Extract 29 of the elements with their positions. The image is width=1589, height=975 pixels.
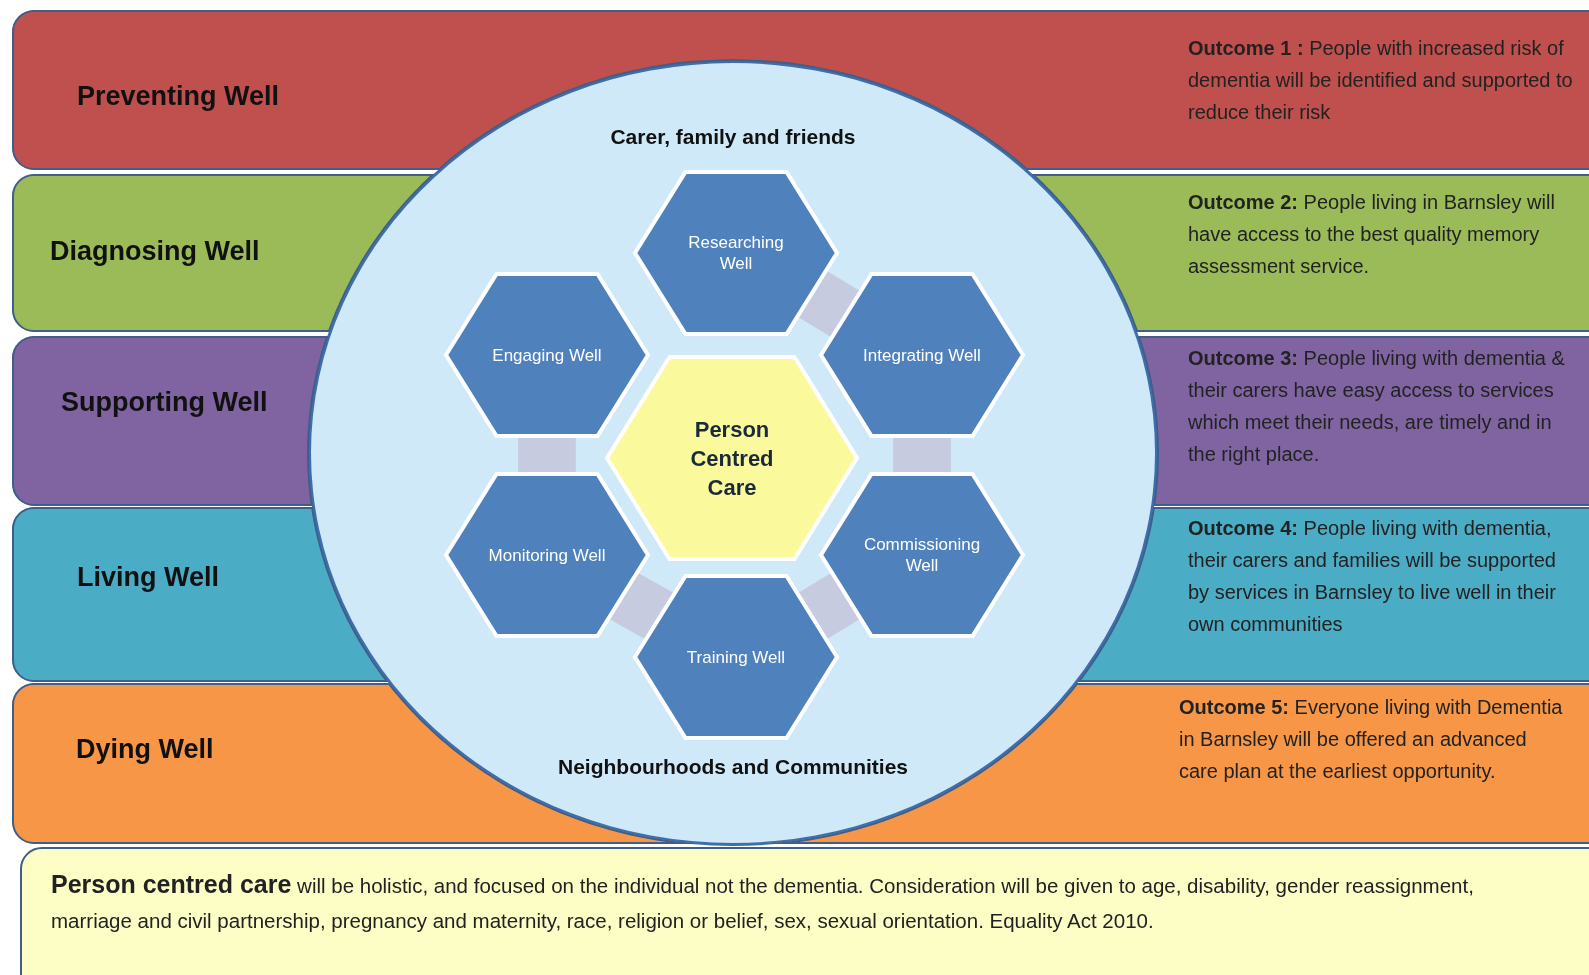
center-hexagon [607, 357, 857, 559]
band-title: Dying Well [76, 733, 214, 765]
note-panel [20, 847, 1589, 975]
hexagon-label: Commissioning Well [862, 534, 982, 576]
outcome-text: Outcome 5: Everyone living with Dementia in Barnsley will be offered an advanced care plan at the earliest opportunity. [1179, 695, 1564, 784]
hexagon-label: Engaging Well [491, 344, 603, 366]
hexagon-label: Person Centred Care [689, 415, 775, 502]
hexagon-label: Integrating Well [862, 344, 982, 366]
hexagon [821, 474, 1023, 636]
circle-label: Carer, family and friends [610, 125, 856, 149]
outcome-text: Outcome 4: People living with dementia, their carers and families will be supported by services in Barnsley to live well in their own communities [1188, 516, 1557, 637]
connector [893, 435, 951, 475]
band-title: Diagnosing Well [50, 235, 260, 267]
hexagon [635, 576, 837, 738]
hexagon [446, 474, 648, 636]
hexagon-label: Training Well [685, 646, 787, 668]
connector [518, 435, 576, 475]
band-title: Preventing Well [77, 80, 280, 112]
hexagon-label: Researching Well [687, 232, 785, 274]
outcome-text: Outcome 2: People living in Barnsley will have access to the best quality memory assessment service. [1188, 190, 1556, 279]
outcome-text: Outcome 3: People living with dementia & their carers have easy access to services which meet their needs, are timely and in the right place. [1188, 346, 1566, 467]
hexagon [446, 274, 648, 436]
hexagon-label: Monitoring Well [487, 544, 607, 566]
band-title: Living Well [77, 561, 219, 593]
outcome-text: Outcome 1 : People with increased risk of dementia will be identified and supported to reduce their risk [1188, 36, 1574, 125]
band-title: Supporting Well [61, 386, 268, 418]
hexagon [821, 274, 1023, 436]
circle-label: Neighbourhoods and Communities [558, 755, 908, 779]
note-text: Person centred care will be holistic, and focused on the individual not the dementia. Consideration will be given to age, disability, gender reassignment, marriage and civil partnership, pregnancy and maternity, race, religion or belief, sex, sexual orientation. Equality Act 2010. [51, 869, 1475, 934]
